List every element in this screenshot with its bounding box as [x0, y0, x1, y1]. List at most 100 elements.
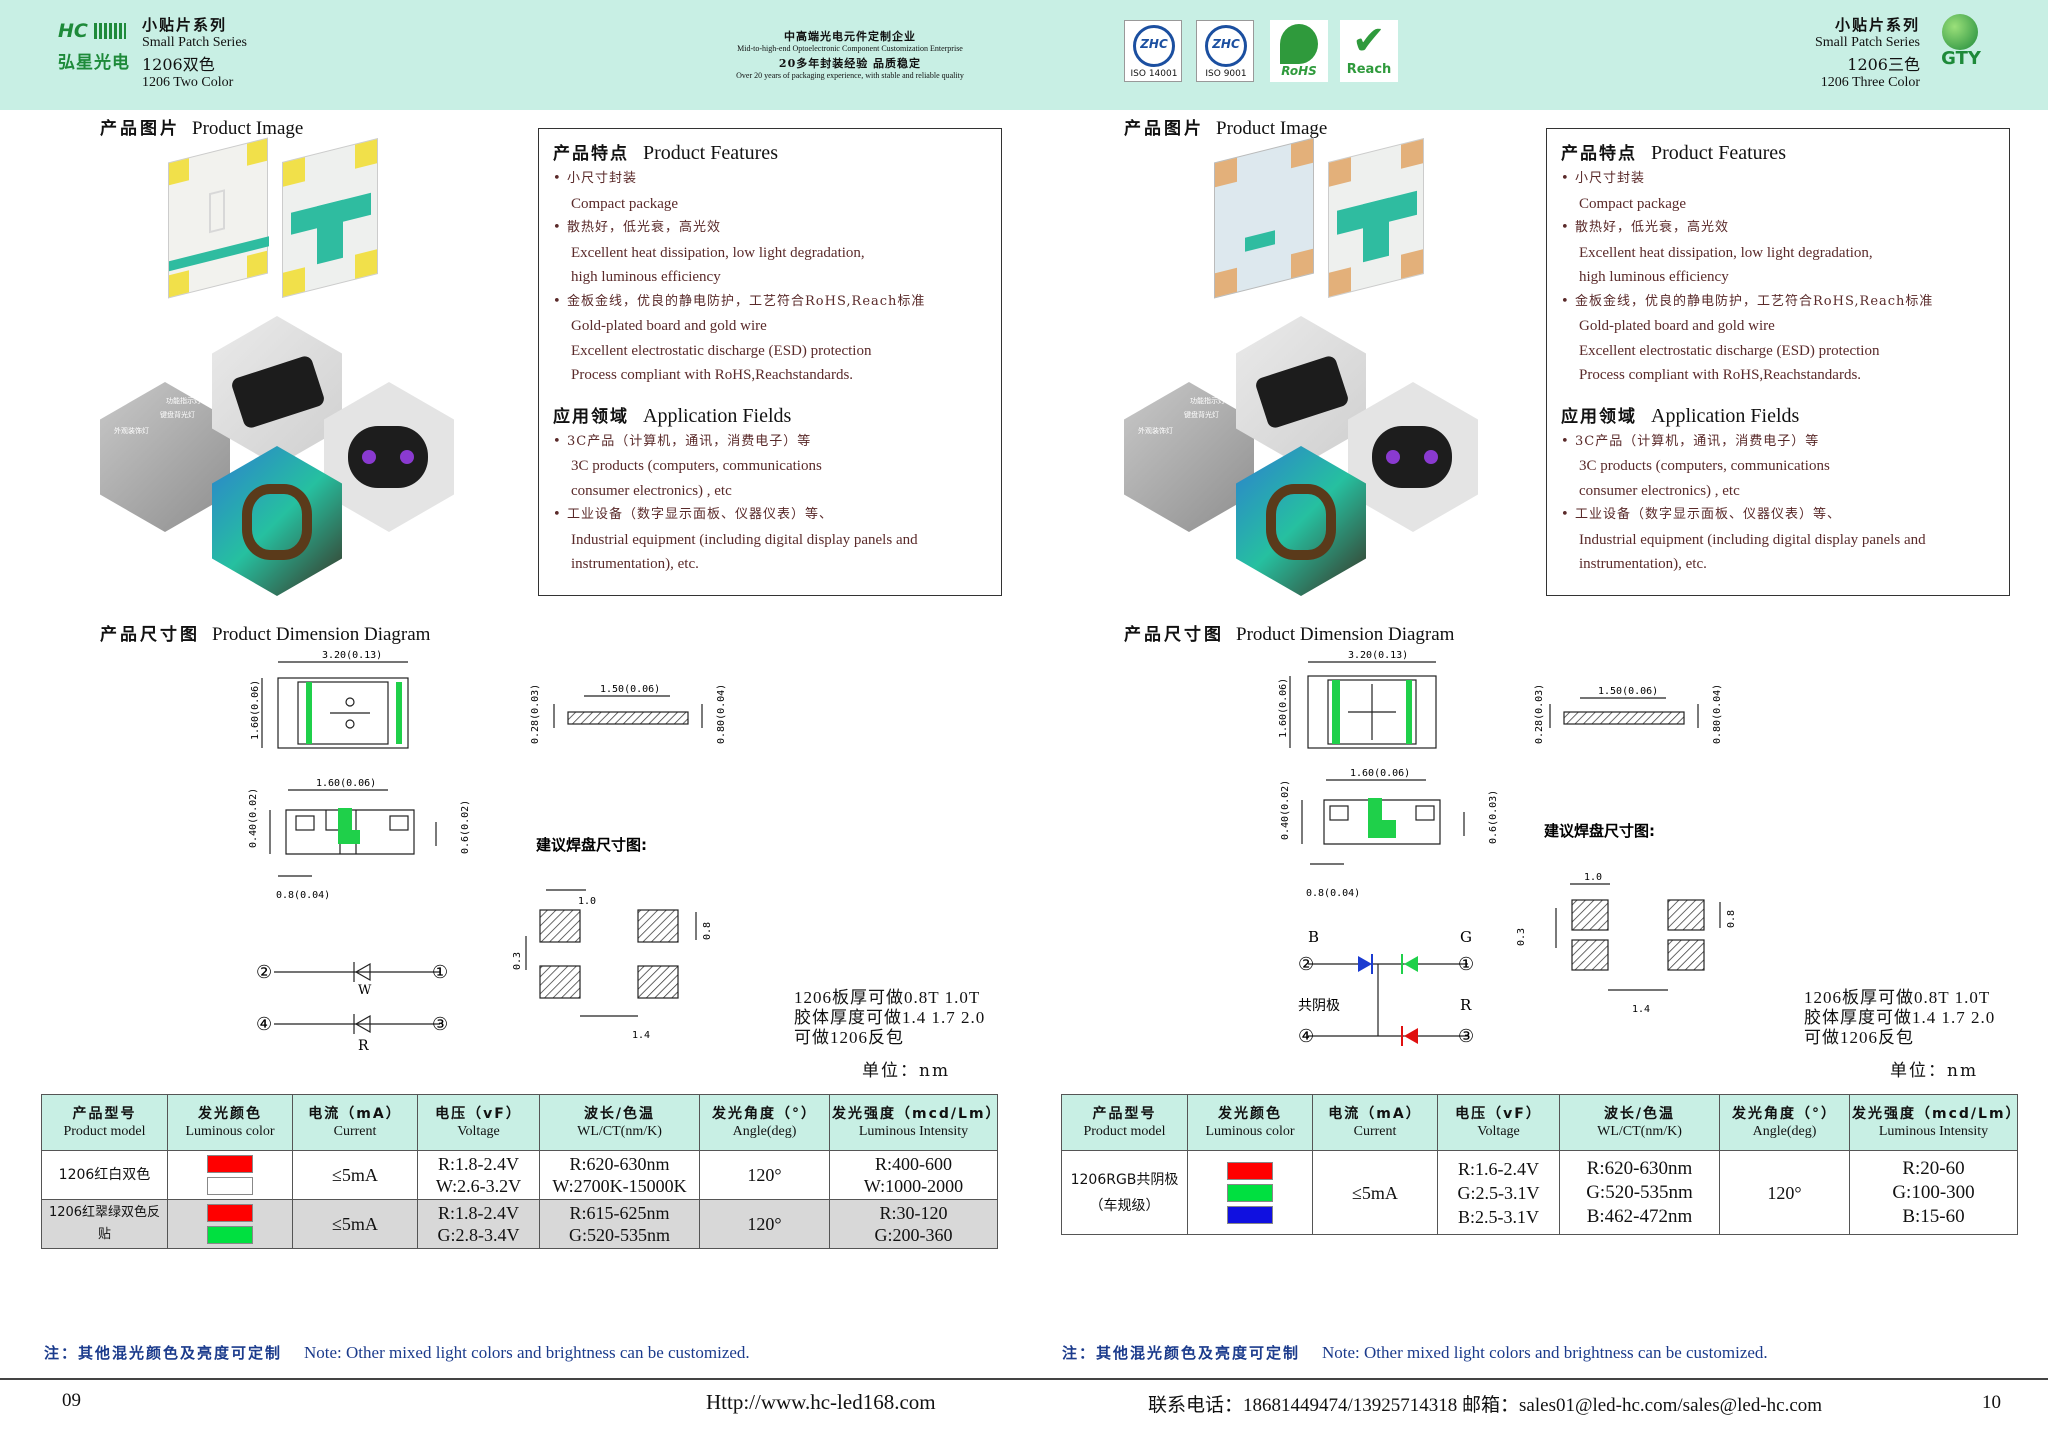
dim-bot-right: 0.6(0.02)	[460, 800, 471, 854]
left-dimension-diagram: 3.20(0.13) 1.60(0.06) 1.60(0.06) 0.40(0.…	[248, 650, 727, 1054]
dim-bot-left: 0.40(0.02)	[248, 788, 259, 848]
gty-logo-text: GTY	[1941, 48, 1981, 69]
speaker-image	[212, 446, 342, 596]
left-unit: 单位：nm	[862, 1061, 951, 1081]
earbuds-image	[1348, 382, 1478, 532]
right-model-cn: 1206三色	[1847, 55, 1920, 74]
power-bank-image	[212, 316, 342, 466]
pcb-application-image: 功能指示灯 键盘背光灯 外观装饰灯	[100, 382, 230, 532]
rgb-chip-back-image	[1328, 138, 1424, 298]
svg-text:1.4: 1.4	[1632, 1004, 1650, 1015]
rgb-chip-front-image	[1214, 137, 1314, 299]
dim-top-height: 1.60(0.06)	[250, 680, 261, 740]
left-series-block: 小贴片系列 Small Patch Series 1206双色 1206 Two…	[142, 14, 247, 91]
dim-top-width: 3.20(0.13)	[322, 650, 382, 661]
feature-item-cn: 金板金线，优良的静电防护，工艺符合RoHS,Reach标准	[1561, 290, 1995, 315]
application-item-cn: 工业设备（数字显示面板、仪器仪表）等、	[1561, 503, 1995, 528]
cert-mark: ZHC	[1140, 37, 1168, 51]
feature-item-cn: 散热好，低光衰，高光效	[1561, 216, 1995, 241]
hc-logo-cn: 弘星光电	[58, 53, 130, 73]
svg-text:0.28(0.03): 0.28(0.03)	[1534, 684, 1545, 744]
right-options: 1206板厚可做0.8T 1.0T 胶体厚度可做1.4 1.7 2.0 可做12…	[1804, 988, 1996, 1047]
gty-logo: GTY	[1930, 14, 1992, 74]
dim-side-left: 0.28(0.03)	[530, 684, 541, 744]
svg-text:R: R	[358, 1038, 369, 1054]
svg-text:1.50(0.06): 1.50(0.06)	[1598, 686, 1658, 697]
svg-text:3.20(0.13): 3.20(0.13)	[1348, 650, 1408, 661]
color-swatches	[1187, 1150, 1313, 1235]
svg-text:②: ②	[256, 962, 272, 983]
gty-globe-icon	[1942, 14, 1978, 50]
cert-rohs: RoHS	[1270, 20, 1328, 82]
dim-bot-width: 1.60(0.06)	[316, 778, 376, 789]
power-bank-image	[1236, 316, 1366, 466]
svg-text:③: ③	[432, 1014, 448, 1035]
right-series-cn: 小贴片系列	[1834, 16, 1920, 34]
svg-text:④: ④	[256, 1014, 272, 1035]
website-link[interactable]: Http://www.hc-led168.com	[706, 1390, 936, 1414]
svg-text:1.0: 1.0	[1584, 872, 1602, 883]
application-item-cn: 3C产品（计算机，通讯，消费电子）等	[553, 430, 987, 455]
hc-logo-mark: HC	[58, 20, 88, 42]
right-series-en: Small Patch Series	[1815, 35, 1920, 50]
svg-text:R: R	[1460, 996, 1472, 1014]
svg-text:0.8: 0.8	[1726, 910, 1737, 928]
pad-bottom: 1.4	[632, 1030, 650, 1041]
speaker-image	[1236, 446, 1366, 596]
cert-label: ISO 9001	[1205, 69, 1247, 79]
left-options: 1206板厚可做0.8T 1.0T 胶体厚度可做1.4 1.7 2.0 可做12…	[794, 988, 986, 1047]
svg-text:G: G	[1460, 928, 1472, 946]
slogan-line1: 中高端光电元件定制企业	[784, 30, 916, 43]
cert-label: Reach	[1346, 62, 1392, 77]
right-unit: 单位：nm	[1890, 1061, 1979, 1081]
led-chip-front-image	[168, 137, 269, 299]
feature-item-cn: 金板金线，优良的静电防护，工艺符合RoHS,Reach标准	[553, 290, 987, 315]
cert-mark: ZHC	[1212, 37, 1240, 51]
svg-text:共阴极: 共阴极	[1298, 998, 1340, 1014]
svg-text:②: ②	[1298, 954, 1314, 975]
cert-label: RoHS	[1281, 64, 1317, 78]
hc-logo: HC 弘星光电	[56, 18, 134, 73]
color-swatches	[167, 1150, 293, 1200]
left-model-en: 1206 Two Color	[142, 75, 234, 90]
svg-text:建议焊盘尺寸图:: 建议焊盘尺寸图:	[1544, 822, 1655, 840]
footer-divider	[0, 1378, 2048, 1380]
cert-label: ISO 14001	[1130, 69, 1178, 79]
cert-iso14001: ZHC ISO 14001	[1124, 20, 1182, 82]
zhc-seal-icon	[1133, 25, 1175, 67]
logo-stripes-icon	[94, 23, 126, 39]
slogan-line2: Mid-to-high-end Optoelectronic Component…	[737, 44, 963, 53]
pad-height: 0.3	[512, 952, 523, 970]
feature-item-cn: 散热好，低光衰，高光效	[553, 216, 987, 241]
dim-bot-bottom: 0.8(0.04)	[276, 890, 330, 901]
right-series-block: 小贴片系列 Small Patch Series 1206三色 1206 Thr…	[1760, 14, 1920, 91]
pad-right: 0.8	[702, 922, 713, 940]
svg-text:0.40(0.02): 0.40(0.02)	[1280, 780, 1291, 840]
pad-title: 建议焊盘尺寸图:	[536, 836, 647, 854]
slogan-line4: Over 20 years of packaging experience, w…	[736, 71, 964, 80]
feature-item-cn: 小尺寸封装	[1561, 167, 1995, 192]
svg-text:1.60(0.06): 1.60(0.06)	[1278, 678, 1289, 738]
cert-reach: ✔ Reach	[1340, 18, 1398, 82]
left-series-en: Small Patch Series	[142, 35, 247, 50]
pad-width: 1.0	[578, 896, 596, 907]
zhc-seal-icon	[1205, 25, 1247, 67]
right-model-en: 1206 Three Color	[1820, 75, 1920, 90]
contact-info: 联系电话：18681449474/13925714318 邮箱：sales01@…	[1148, 1395, 1823, 1416]
svg-text:B: B	[1308, 928, 1319, 946]
slogan-line3: 20多年封装经验 品质稳定	[778, 57, 922, 70]
led-chip-back-image	[282, 138, 378, 298]
